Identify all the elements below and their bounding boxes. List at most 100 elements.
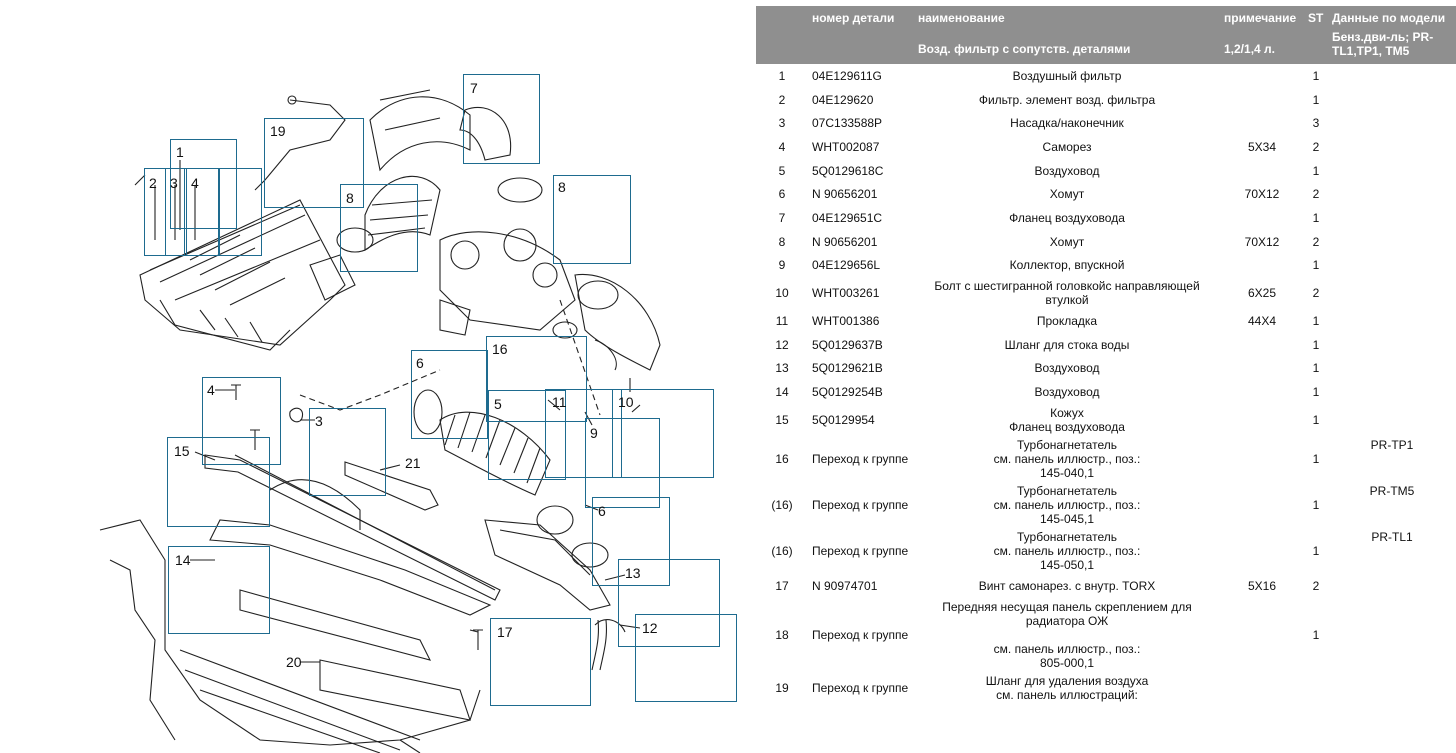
cell-model bbox=[1328, 64, 1456, 88]
cell-note: 44X4 bbox=[1247, 314, 1277, 329]
hotspot-4c[interactable] bbox=[202, 377, 281, 465]
hotspot-7[interactable] bbox=[463, 74, 540, 164]
cell-part-number: 04E129611G bbox=[812, 68, 882, 83]
cell-part-number: Переход к группе bbox=[812, 497, 909, 512]
hotspot-15[interactable] bbox=[167, 437, 270, 527]
hotspot-8b[interactable] bbox=[553, 175, 631, 264]
cell-model bbox=[1328, 206, 1456, 230]
callout-11: 11 bbox=[552, 394, 567, 410]
hotspot-14[interactable] bbox=[168, 546, 270, 634]
cell-st: 1 bbox=[1312, 361, 1320, 376]
cell-note bbox=[1220, 254, 1304, 278]
cell-note: 70X12 bbox=[1244, 234, 1280, 249]
hotspot-17[interactable] bbox=[490, 618, 591, 706]
callout-5: 5 bbox=[494, 396, 502, 412]
cell-note bbox=[1220, 528, 1304, 574]
cell-pos: (16) bbox=[771, 497, 793, 512]
cell-name: Насадка/наконечник bbox=[1010, 116, 1124, 131]
cell-model bbox=[1328, 357, 1456, 381]
group-name: Возд. фильтр с сопутств. деталями bbox=[914, 30, 1220, 64]
cell-part-number: Переход к группе bbox=[812, 627, 909, 642]
cell-part-number: 5Q0129621B bbox=[812, 361, 883, 376]
cell-model bbox=[1328, 404, 1456, 436]
callout-13: 13 bbox=[625, 565, 641, 581]
cell-part-number: Переход к группе bbox=[812, 680, 909, 695]
hotspot-13[interactable] bbox=[618, 559, 720, 647]
cell-st: 1 bbox=[1312, 412, 1320, 427]
hotspot-3b[interactable] bbox=[309, 408, 386, 496]
hotspot-6a[interactable] bbox=[411, 350, 488, 439]
cell-part-number: N 90656201 bbox=[812, 187, 878, 202]
callout-20: 20 bbox=[286, 654, 302, 670]
col-st: ST bbox=[1304, 6, 1328, 30]
cell-pos: 1 bbox=[778, 68, 786, 83]
cell-part-number: 5Q0129637B bbox=[812, 337, 883, 352]
cell-name: Винт самонарез. с внутр. TORX bbox=[978, 578, 1156, 593]
hotspot-12[interactable] bbox=[635, 614, 737, 702]
hotspot-11[interactable] bbox=[545, 389, 622, 478]
hotspot-1[interactable] bbox=[170, 139, 237, 229]
cell-note bbox=[1220, 672, 1304, 704]
hotspot-8a[interactable] bbox=[340, 184, 418, 272]
callout-17: 17 bbox=[497, 624, 513, 640]
cell-pos: 19 bbox=[775, 680, 789, 695]
cell-part-number: WHT001386 bbox=[812, 314, 880, 329]
cell-note bbox=[1220, 333, 1304, 357]
hotspot-16[interactable] bbox=[486, 336, 587, 422]
cell-pos: 6 bbox=[778, 187, 786, 202]
cell-pos: 12 bbox=[775, 337, 789, 352]
cell-part-number: Переход к группе bbox=[812, 451, 909, 466]
callout-4: 4 bbox=[191, 175, 199, 191]
col-name: наименование bbox=[914, 6, 1220, 30]
cell-note: 6X25 bbox=[1247, 286, 1277, 301]
cell-st: 2 bbox=[1312, 234, 1320, 249]
cell-part-number: 5Q0129954 bbox=[812, 412, 875, 427]
hotspot-3[interactable] bbox=[165, 168, 187, 256]
hotspot-9[interactable] bbox=[585, 418, 660, 508]
hotspot-19[interactable] bbox=[264, 118, 364, 208]
cell-pos: 13 bbox=[775, 361, 789, 376]
cell-model: PR-TL1 bbox=[1371, 529, 1413, 544]
group-model: Бенз.дви-ль; PR-TL1,TP1, TM5 bbox=[1328, 30, 1456, 64]
cell-st bbox=[1304, 672, 1328, 704]
callout-3: 3 bbox=[170, 175, 178, 191]
hotspot-10[interactable] bbox=[612, 389, 714, 478]
cell-pos: 7 bbox=[778, 210, 786, 225]
cell-st: 1 bbox=[1312, 543, 1320, 558]
cell-st: 1 bbox=[1312, 497, 1320, 512]
cell-note bbox=[1220, 598, 1304, 672]
hotspot-4b[interactable] bbox=[218, 168, 262, 256]
cell-name: Фильтр. элемент возд. фильтра bbox=[978, 92, 1156, 107]
cell-note: 70X12 bbox=[1244, 187, 1280, 202]
hotspot-5[interactable] bbox=[488, 390, 566, 480]
callout-6a: 6 bbox=[416, 355, 424, 371]
cell-name: Воздуховод bbox=[1034, 163, 1100, 178]
hotspot-4a[interactable] bbox=[184, 168, 220, 256]
hotspot-6b[interactable] bbox=[592, 497, 670, 586]
